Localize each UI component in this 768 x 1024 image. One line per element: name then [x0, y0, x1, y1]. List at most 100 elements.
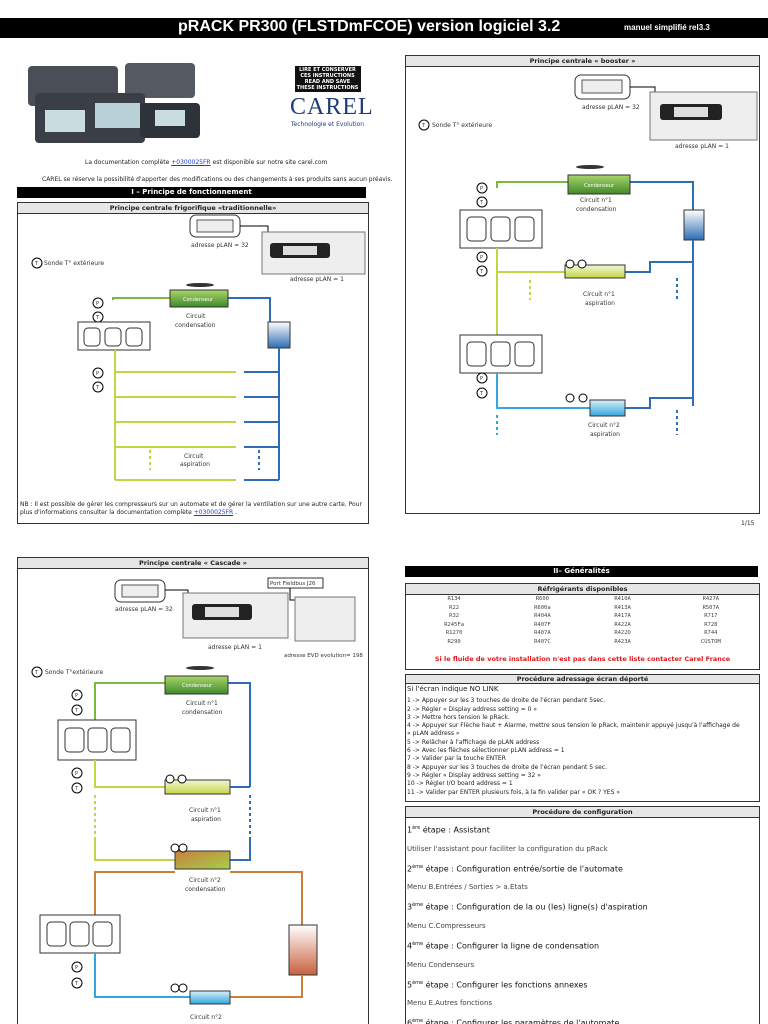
- booster-title: Principe centrale « booster »: [406, 56, 759, 67]
- addressing-step: 6 -> Avec les flèches sélectionner pLAN …: [407, 747, 565, 755]
- config-step-heading: 4ème étape : Configurer la ligne de cond…: [407, 940, 600, 951]
- svg-text:P: P: [96, 301, 99, 307]
- page-number: 1/15: [741, 520, 755, 527]
- addressing-step: 7 -> Valider par la touche ENTER: [407, 755, 506, 763]
- doc-availability-text: La documentation complète +0300025FR est…: [85, 159, 328, 166]
- svg-text:Circuit: Circuit: [184, 453, 204, 460]
- svg-text:Circuit n°1: Circuit n°1: [580, 197, 612, 204]
- addressing-title: Procédure adressage écran déporté: [406, 675, 759, 685]
- svg-text:Sonde T° extérieure: Sonde T° extérieure: [432, 122, 492, 129]
- traditional-title: Principe centrale frigorifique «traditio…: [18, 203, 368, 214]
- svg-text:Circuit n°2: Circuit n°2: [588, 422, 620, 429]
- refrigerant-cell: R422A: [614, 621, 631, 628]
- refrigerant-cell: R427A: [702, 596, 720, 602]
- brand-tagline: Technologie et Evolution: [290, 121, 365, 128]
- svg-text:Condenseur: Condenseur: [183, 297, 214, 303]
- svg-text:adresse pLAN = 32: adresse pLAN = 32: [582, 104, 640, 111]
- addressing-step: 5 -> Relâcher à l'affichage de pLAN addr…: [407, 738, 540, 746]
- refrigerant-cell: R32: [449, 613, 460, 619]
- refrigerant-cell: R407A: [534, 630, 551, 636]
- svg-text:P: P: [96, 371, 99, 377]
- svg-text:P: P: [480, 255, 483, 261]
- fan-icon: [186, 283, 214, 287]
- refrigerant-cell: R413A: [614, 604, 631, 611]
- svg-text:Circuit: Circuit: [186, 313, 206, 320]
- svg-text:T: T: [74, 981, 79, 987]
- addressing-step: 3 -> Mettre hors tension le pRack.: [407, 713, 510, 721]
- svg-text:adresse pLAN = 32: adresse pLAN = 32: [115, 606, 173, 613]
- configuration-title: Procédure de configuration: [406, 807, 759, 818]
- svg-text:T: T: [34, 261, 39, 267]
- svg-text:aspiration: aspiration: [191, 816, 221, 823]
- svg-text:Port Fieldbus J26: Port Fieldbus J26: [270, 581, 316, 587]
- refrigerant-cell: R744: [704, 630, 718, 636]
- disclaimer-text: CAREL se réserve la possibilité d'apport…: [42, 176, 393, 183]
- notice-line: CES INSTRUCTIONS: [300, 73, 355, 79]
- svg-text:Circuit n°1: Circuit n°1: [186, 700, 218, 707]
- refrigerant-cell: R728: [704, 621, 718, 628]
- addressing-step: 2 -> Régler « Display address setting = …: [407, 705, 538, 713]
- section-1-title: I – Principe de fonctionnement: [17, 187, 366, 198]
- condenser: [169, 289, 229, 308]
- config-step-heading: 5ème étape : Configurer les fonctions an…: [407, 979, 588, 990]
- refrigerants-title: Réfrigérants disponibles: [406, 584, 759, 595]
- refrigerant-cell: CUSTOM: [700, 638, 721, 645]
- refrigerant-cell: R422D: [614, 630, 631, 636]
- refrigerant-cell: R134: [447, 596, 461, 602]
- config-step-heading: 2ème étape : Configuration entrée/sortie…: [407, 863, 623, 874]
- refrigerant-cell: R407C: [534, 638, 551, 645]
- nb-doc-link[interactable]: +0300025FR: [193, 508, 234, 516]
- traditional-diagram: adresse pLAN = 32 adresse pLAN = 1 T Son…: [31, 214, 366, 481]
- refrigerant-cell: R507A: [702, 604, 720, 611]
- notice-line: THESE INSTRUCTIONS: [296, 85, 359, 91]
- config-step-menu: Utiliser l'assistant pour faciliter la c…: [407, 844, 608, 853]
- svg-text:P: P: [480, 376, 483, 382]
- refrigerant-warning: Si le fluide de votre installation n'est…: [434, 655, 731, 663]
- document-title: pRACK PR300 (FLSTDmFCOE) version logicie…: [178, 18, 561, 35]
- sonde-label: Sonde T° extérieure: [44, 260, 104, 267]
- svg-text:T: T: [479, 200, 484, 206]
- config-step-heading: 3ème étape : Configuration de la ou (les…: [407, 902, 648, 912]
- svg-text:Circuit n°2: Circuit n°2: [190, 1014, 222, 1021]
- temp-sensor-icon: [31, 257, 43, 269]
- addressing-step: 11 -> Valider par ENTER plusieurs fois, …: [407, 788, 620, 796]
- addressing-intro: Si l'écran indique NO LINK: [407, 685, 499, 694]
- refrigerant-cell: R404A: [534, 613, 551, 619]
- section-2-title: II– Généralités: [405, 566, 758, 577]
- svg-text:Condenseur: Condenseur: [584, 183, 615, 189]
- svg-text:T: T: [74, 786, 79, 792]
- addressing-step: 8 -> Appuyer sur les 3 touches de droite…: [407, 763, 608, 771]
- svg-text:T: T: [34, 670, 39, 676]
- refrigerant-cell: R600: [535, 596, 549, 602]
- refrigerant-row: R1270 R407A R422D R744: [406, 629, 759, 638]
- svg-text:T: T: [74, 708, 79, 714]
- svg-text:adresse pLAN = 1: adresse pLAN = 1: [675, 143, 729, 150]
- doc-link[interactable]: +0300025FR: [171, 159, 211, 166]
- svg-text:Circuit n°2: Circuit n°2: [189, 877, 221, 884]
- header-bar: pRACK PR300 (FLSTDmFCOE) version logicie…: [0, 18, 768, 38]
- evd-module: [294, 596, 356, 642]
- svg-text:condensation: condensation: [576, 206, 617, 213]
- product-photo: [28, 63, 200, 143]
- svg-text:aspiration: aspiration: [585, 300, 615, 307]
- refrigerant-cell: R423A: [614, 638, 631, 645]
- svg-text:adresse EVD evolution= 198: adresse EVD evolution= 198: [284, 653, 363, 659]
- svg-text:P: P: [480, 186, 483, 192]
- nb-note: NB : Il est possible de gérer les compre…: [20, 501, 362, 516]
- addressing-step: 4 -> Appuyer sur Flèche haut + Alarme, m…: [407, 722, 740, 730]
- refrigerant-cell: R1270: [445, 630, 463, 636]
- svg-text:P: P: [75, 965, 78, 971]
- svg-text:condensation: condensation: [175, 322, 216, 329]
- svg-text:T: T: [95, 385, 100, 391]
- svg-text:Sonde T°extérieure: Sonde T°extérieure: [45, 669, 103, 676]
- refrigerant-cell: R22: [449, 604, 460, 611]
- config-step-menu: Menu E.Autres fonctions: [407, 999, 493, 1008]
- addr1-label: adresse pLAN = 1: [290, 276, 344, 283]
- configuration-panel: Procédure de configuration 1ère étape : …: [405, 806, 760, 1024]
- config-step-menu: Menu Condenseurs: [407, 960, 475, 969]
- svg-text:aspiration: aspiration: [590, 431, 620, 438]
